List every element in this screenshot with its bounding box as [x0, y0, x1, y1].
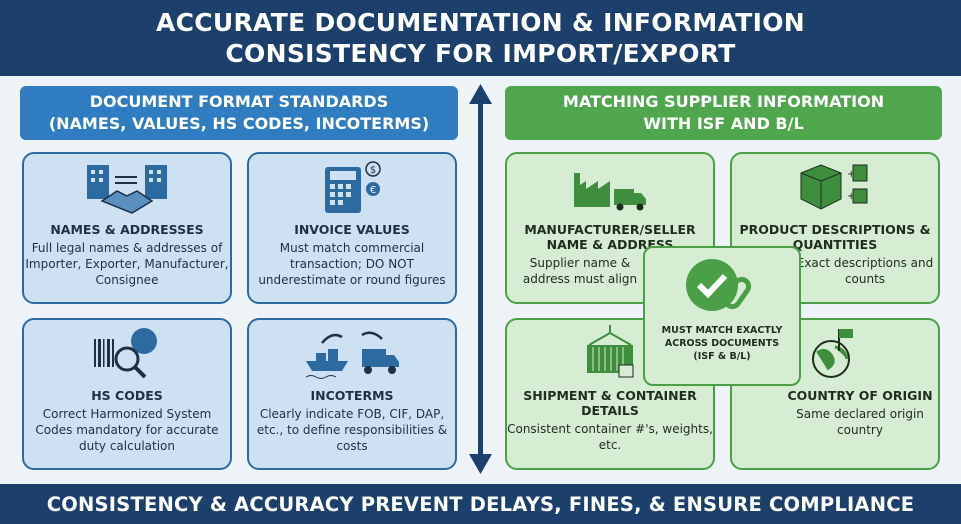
banner-line: MATCHING SUPPLIER INFORMATION: [562, 92, 885, 111]
card-manufacturer-seller: MANUFACTURER/SELLER NAME & ADDRESS Suppl…: [505, 152, 715, 304]
svg-text:€: €: [370, 185, 376, 196]
footer-text: CONSISTENCY & ACCURACY PREVENT DELAYS, F…: [46, 492, 915, 516]
card-invoice-values: $€ INVOICE VALUES Must match commercial …: [247, 152, 457, 304]
divider-double-arrow: [478, 96, 483, 460]
card-incoterms: INCOTERMS Clearly indicate FOB, CIF, DAP…: [247, 318, 457, 470]
footer-banner: CONSISTENCY & ACCURACY PREVENT DELAYS, F…: [0, 484, 961, 524]
calculator-currency-icon: $€: [325, 161, 381, 213]
banner-line: DOCUMENT FORMAT STANDARDS: [89, 92, 389, 111]
card-title: INCOTERMS: [310, 388, 394, 403]
card-title: HS CODES: [91, 388, 163, 403]
left-section-banner: DOCUMENT FORMAT STANDARDS (NAMES, VALUES,…: [20, 86, 458, 140]
card-text: Supplier name & address must align: [522, 256, 638, 286]
card-text: Correct Harmonized System Codes mandator…: [35, 407, 219, 453]
double-arrow-icon: [469, 84, 492, 474]
svg-text:+: +: [847, 169, 855, 180]
hub-line: ACROSS DOCUMENTS: [664, 338, 780, 349]
svg-text:$: $: [370, 165, 376, 176]
card-title: SHIPMENT & CONTAINER DETAILS: [523, 388, 697, 418]
ship-truck-icon: [305, 331, 399, 379]
card-text: Exact descriptions and counts: [796, 256, 934, 286]
svg-text:+: +: [847, 191, 855, 202]
card-text: Clearly indicate FOB, CIF, DAP, etc., to…: [256, 407, 448, 453]
card-title: NAMES & ADDRESSES: [50, 222, 204, 237]
factory-truck-icon: [574, 173, 646, 211]
check-link-icon: [686, 259, 752, 311]
hub-line: (ISF & B/L): [693, 351, 751, 362]
banner-line: (NAMES, VALUES, HS CODES, INCOTERMS): [48, 114, 430, 133]
card-country-origin: COUNTRY OF ORIGIN Same declared origin c…: [730, 318, 940, 470]
card-names-addresses: NAMES & ADDRESSES Full legal names & add…: [22, 152, 232, 304]
card-title: PRODUCT DESCRIPTIONS & QUANTITIES: [739, 222, 931, 252]
buildings-handshake-icon: [87, 165, 167, 214]
card-title: INVOICE VALUES: [294, 222, 410, 237]
card-text: Full legal names & addresses of Importer…: [25, 241, 229, 287]
boxes-icon: ++: [800, 164, 868, 210]
card-hs-codes: HS CODES Correct Harmonized System Codes…: [22, 318, 232, 470]
container-crane-icon: [587, 325, 634, 378]
card-title: COUNTRY OF ORIGIN: [787, 388, 933, 403]
card-text: Same declared origin country: [796, 407, 924, 437]
match-exactly-hub: MUST MATCH EXACTLY ACROSS DOCUMENTS (ISF &…: [643, 246, 801, 386]
card-title: MANUFACTURER/SELLER NAME & ADDRESS: [524, 222, 696, 252]
title-line-2: CONSISTENCY FOR IMPORT/EXPORT: [225, 39, 736, 68]
barcode-globe-magnifier-icon: [94, 328, 157, 379]
card-text: Must match commercial transaction; DO NO…: [258, 241, 446, 287]
globe-flag-icon: [812, 329, 853, 378]
right-section-banner: MATCHING SUPPLIER INFORMATION WITH ISF AN…: [505, 86, 942, 140]
title-line-1: ACCURATE DOCUMENTATION & INFORMATION: [155, 8, 806, 37]
banner-line: WITH ISF AND B/L: [643, 114, 804, 133]
card-text: Consistent container #'s, weights, etc.: [507, 422, 713, 452]
hub-line: MUST MATCH EXACTLY: [661, 325, 783, 336]
